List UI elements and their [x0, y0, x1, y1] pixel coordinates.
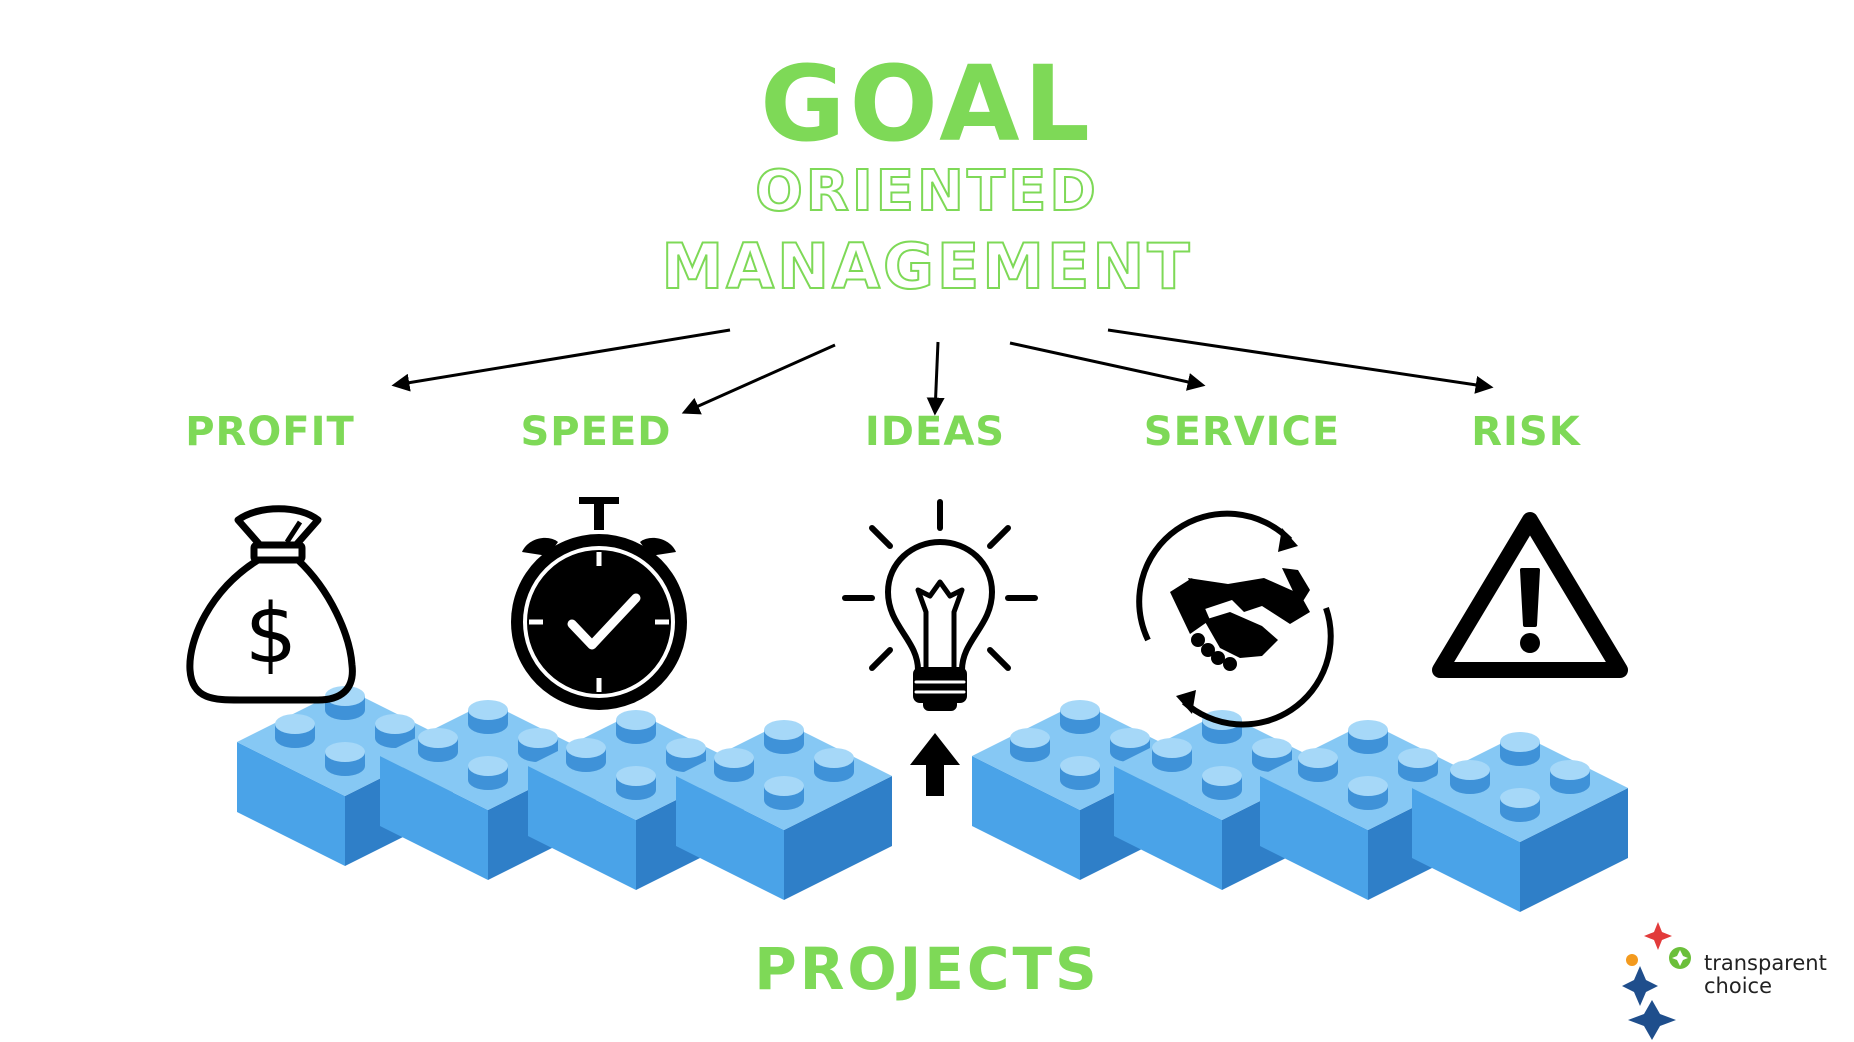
category-risk: RISK: [1471, 409, 1581, 455]
lightbulb-icon: [842, 499, 1038, 711]
projects-label: PROJECTS: [754, 935, 1100, 1003]
arrow-speed: [681, 343, 836, 415]
arrow-service: [1009, 341, 1206, 391]
logo-star-icon: [1622, 922, 1691, 1040]
handshake-icon: [1136, 510, 1334, 728]
money-bag-icon: [186, 505, 356, 704]
category-speed: SPEED: [520, 409, 672, 455]
title-oriented: ORIENTED: [754, 159, 1099, 224]
stopwatch-icon: [511, 497, 687, 710]
logo-wordmark: transparent choice: [1704, 952, 1827, 998]
arrow-ideas: [926, 341, 945, 416]
logo-line-1: transparent: [1704, 951, 1827, 975]
warning-icon: [1432, 512, 1628, 678]
category-ideas: IDEAS: [864, 409, 1006, 455]
title-management: MANAGEMENT: [660, 230, 1193, 303]
category-service: SERVICE: [1143, 409, 1341, 455]
arrow-risk: [1107, 328, 1494, 394]
up-arrow-icon: [910, 733, 960, 796]
dollar-sign-icon: $: [245, 587, 297, 682]
category-profit: PROFIT: [185, 409, 355, 455]
arrow-profit: [391, 328, 731, 392]
title-goal: GOAL: [760, 43, 1094, 165]
logo-line-2: choice: [1704, 974, 1773, 998]
